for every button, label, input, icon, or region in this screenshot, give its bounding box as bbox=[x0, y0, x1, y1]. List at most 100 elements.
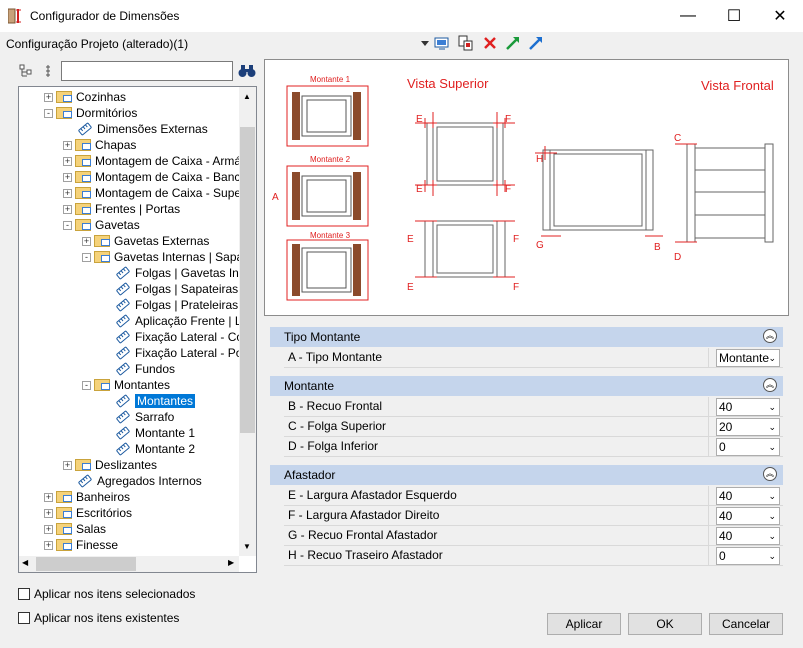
expand-node-icon[interactable]: + bbox=[63, 203, 72, 214]
collapse-node-icon[interactable]: - bbox=[44, 108, 53, 118]
apply-existing-checkbox[interactable] bbox=[18, 612, 30, 624]
tree-item[interactable]: + Gavetas Externas bbox=[82, 233, 209, 249]
cancel-button[interactable]: Cancelar bbox=[709, 613, 783, 635]
tree-item[interactable]: +Montagem de Caixa - Bancad bbox=[63, 169, 254, 185]
tree-item[interactable]: Sarrafo bbox=[115, 409, 174, 425]
tree-item[interactable]: Aplicação Frente | La bbox=[115, 313, 248, 329]
folder-icon bbox=[75, 203, 91, 215]
chevron-down-icon[interactable]: ⌄ bbox=[768, 530, 776, 541]
close-button[interactable]: ✕ bbox=[773, 8, 787, 25]
tree-item[interactable]: -Montantes bbox=[82, 377, 170, 393]
tree-item[interactable]: Dimensões Externas bbox=[77, 121, 208, 137]
tree-item[interactable]: +Finesse bbox=[44, 537, 118, 553]
horizontal-scroll-thumb[interactable] bbox=[36, 557, 136, 571]
tree-item[interactable]: Fundos bbox=[115, 361, 175, 377]
tree-item[interactable]: Folgas | Sapateiras bbox=[115, 281, 238, 297]
tree-item[interactable]: -Dormitórios bbox=[44, 105, 137, 121]
expand-node-icon[interactable]: + bbox=[63, 459, 72, 470]
chevron-down-icon[interactable]: ⌄ bbox=[768, 352, 776, 363]
property-value-select[interactable]: 0⌄ bbox=[716, 437, 780, 456]
chevron-down-icon[interactable]: ⌄ bbox=[768, 421, 776, 432]
collapse-node-icon[interactable]: - bbox=[82, 252, 91, 262]
tree-item[interactable]: +Deslizantes bbox=[63, 457, 157, 473]
expand-node-icon[interactable]: + bbox=[63, 155, 72, 166]
apply-button[interactable]: Aplicar bbox=[547, 613, 621, 635]
property-value-select[interactable]: 40⌄ bbox=[716, 397, 780, 416]
expand-node-icon[interactable]: + bbox=[44, 491, 53, 502]
minimize-button[interactable]: — bbox=[680, 7, 696, 24]
tree-item[interactable]: +Frentes | Portas bbox=[63, 201, 180, 217]
delete-icon[interactable] bbox=[482, 35, 498, 51]
tree-item[interactable]: Fixação Lateral - Post bbox=[115, 345, 252, 361]
ruler-icon bbox=[77, 474, 93, 488]
tree-item-label: Banheiros bbox=[76, 490, 131, 504]
tree-item[interactable]: +Cozinhas bbox=[44, 89, 126, 105]
tree-item[interactable]: Agregados Internos bbox=[77, 473, 202, 489]
tree-item[interactable]: +Chapas bbox=[63, 137, 136, 153]
ok-button[interactable]: OK bbox=[628, 613, 702, 635]
property-value-select[interactable]: 40⌄ bbox=[716, 486, 780, 505]
property-value-select[interactable]: Montante⌄ bbox=[716, 348, 780, 367]
tree-item-label: Gavetas Externas bbox=[114, 234, 210, 248]
chevron-down-icon[interactable]: ⌄ bbox=[768, 510, 776, 521]
maximize-button[interactable]: ☐ bbox=[726, 8, 742, 25]
copy-config-icon[interactable] bbox=[458, 35, 474, 51]
collapse-node-icon[interactable]: - bbox=[82, 380, 91, 390]
folder-icon bbox=[75, 139, 91, 151]
scroll-right-icon[interactable]: ▶ bbox=[228, 558, 235, 567]
collapse-category-icon[interactable]: ︽ bbox=[763, 378, 777, 392]
property-value-select[interactable]: 40⌄ bbox=[716, 526, 780, 545]
property-label: E - Largura Afastador Esquerdo bbox=[284, 486, 709, 505]
property-value-select[interactable]: 40⌄ bbox=[716, 506, 780, 525]
scroll-left-icon[interactable]: ◀ bbox=[22, 558, 29, 567]
tree-item[interactable]: + Banheiros bbox=[44, 489, 130, 505]
scroll-down-icon[interactable]: ▼ bbox=[243, 542, 251, 551]
vertical-scroll-thumb[interactable] bbox=[240, 127, 255, 433]
apply-selected-checkbox[interactable] bbox=[18, 588, 30, 600]
tree-item[interactable]: -Gavetas Internas | Sapate bbox=[82, 249, 253, 265]
expand-node-icon[interactable]: + bbox=[63, 187, 72, 198]
property-category: Tipo Montante︽ bbox=[270, 327, 783, 347]
binoculars-icon[interactable] bbox=[238, 63, 256, 79]
chevron-down-icon[interactable]: ⌄ bbox=[768, 441, 776, 452]
expand-tree-icon[interactable] bbox=[18, 63, 34, 79]
scroll-up-icon[interactable]: ▲ bbox=[243, 92, 251, 101]
collapse-category-icon[interactable]: ︽ bbox=[763, 467, 777, 481]
collapse-tree-icon[interactable] bbox=[40, 63, 56, 79]
expand-node-icon[interactable]: + bbox=[63, 171, 72, 182]
tree-item[interactable]: +Montagem de Caixa - Superio bbox=[63, 185, 254, 201]
import-icon[interactable] bbox=[505, 35, 521, 51]
export-icon[interactable] bbox=[528, 35, 544, 51]
collapse-node-icon[interactable]: - bbox=[63, 220, 72, 230]
collapse-category-icon[interactable]: ︽ bbox=[763, 329, 777, 343]
property-value-select[interactable]: 0⌄ bbox=[716, 546, 780, 565]
monitor-icon[interactable] bbox=[434, 35, 450, 51]
montante1-label: Montante 1 bbox=[310, 75, 351, 84]
tree-item[interactable]: +Montagem de Caixa - Armário bbox=[63, 153, 254, 169]
tree-item-label: Salas bbox=[76, 522, 107, 536]
chevron-down-icon[interactable]: ⌄ bbox=[768, 550, 776, 561]
expand-node-icon[interactable]: + bbox=[44, 539, 53, 550]
tree-item[interactable]: Montantes bbox=[115, 393, 196, 409]
chevron-down-icon[interactable]: ⌄ bbox=[768, 490, 776, 501]
expand-node-icon[interactable]: + bbox=[82, 235, 91, 246]
dropdown-arrow-icon[interactable] bbox=[420, 35, 430, 51]
tree-item[interactable]: Fixação Lateral - Corr bbox=[115, 329, 251, 345]
search-input[interactable] bbox=[61, 61, 233, 81]
tree-item[interactable]: Montante 2 bbox=[115, 441, 195, 457]
tree-item[interactable]: -Gavetas bbox=[63, 217, 140, 233]
expand-node-icon[interactable]: + bbox=[44, 507, 53, 518]
tree-item[interactable]: Folgas | Prateleiras Co bbox=[115, 297, 256, 313]
expand-node-icon[interactable]: + bbox=[63, 139, 72, 150]
property-value-select[interactable]: 20⌄ bbox=[716, 417, 780, 436]
chevron-down-icon[interactable]: ⌄ bbox=[768, 401, 776, 412]
expand-node-icon[interactable]: + bbox=[44, 523, 53, 534]
tree-item[interactable]: Montante 1 bbox=[115, 425, 195, 441]
tree-item[interactable]: +Escritórios bbox=[44, 505, 132, 521]
tree-item[interactable]: Folgas | Gavetas Inte bbox=[115, 265, 249, 281]
expand-node-icon[interactable]: + bbox=[44, 91, 53, 102]
tree-item-label: Agregados Internos bbox=[97, 474, 202, 488]
tree-item[interactable]: + Salas bbox=[44, 521, 106, 537]
